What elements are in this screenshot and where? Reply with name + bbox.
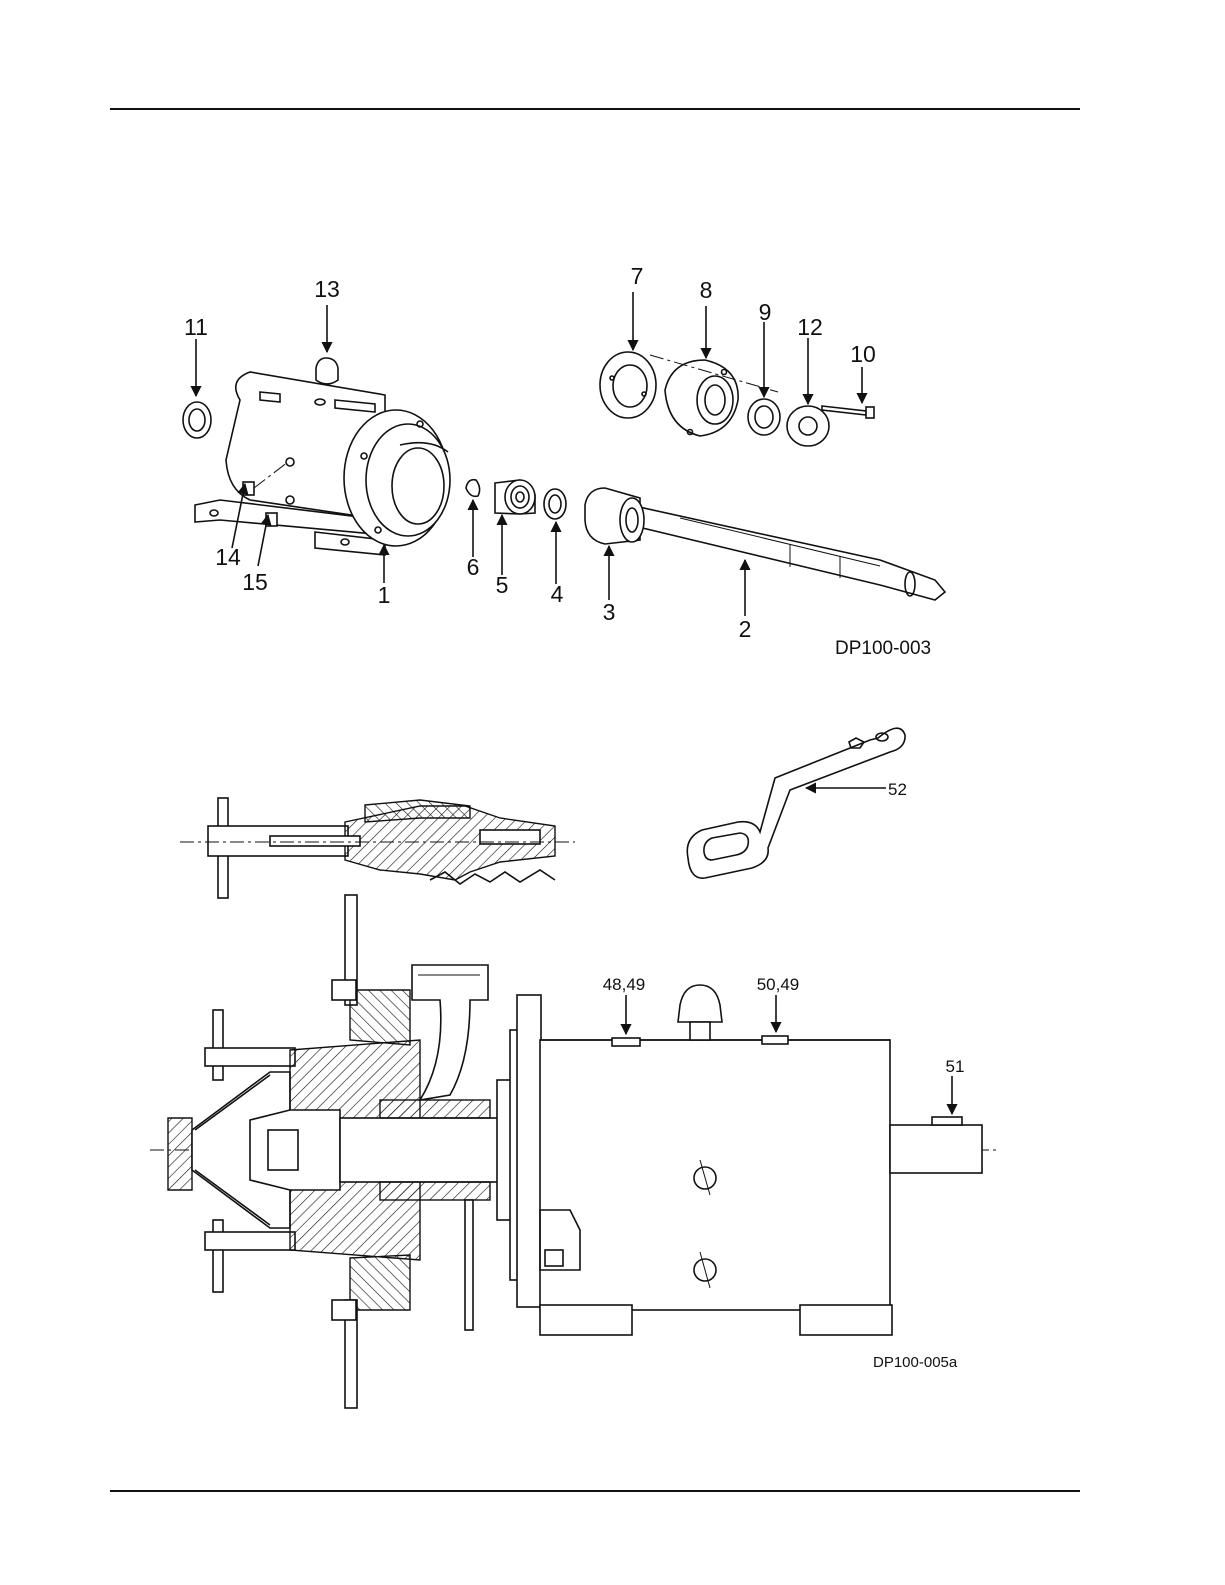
figure-code-upper: DP100-003: [835, 638, 931, 659]
callout-13: 13: [314, 276, 340, 302]
part-9-seal: [748, 399, 780, 435]
callout-8: 8: [700, 277, 713, 303]
callout-4: 4: [551, 581, 564, 607]
callout-2: 2: [739, 616, 752, 642]
pump-assembly-drawing: [150, 895, 1000, 1408]
part-6-key: [466, 480, 480, 497]
callout-12: 12: [797, 314, 823, 340]
callout-3: 3: [603, 599, 616, 625]
part-3-bearing: [585, 488, 644, 544]
part-10-bolt: [822, 406, 874, 418]
part-13-breather-cap: [316, 358, 338, 384]
callout-48-49: 48,49: [603, 975, 646, 994]
callout-10: 10: [850, 341, 876, 367]
callout-6: 6: [467, 554, 480, 580]
callout-11: 11: [184, 314, 208, 340]
callout-15: 15: [242, 569, 268, 595]
part-7-gasket: [600, 352, 656, 418]
part-52-wrench: 52: [687, 728, 907, 878]
callout-14: 14: [215, 544, 241, 570]
part-2-shaft: [630, 505, 945, 600]
figure-code-lower: DP100-005a: [873, 1354, 958, 1371]
part-1-bearing-housing: [195, 372, 450, 555]
callout-1: 1: [378, 582, 391, 608]
part-12-washer: [787, 406, 829, 446]
callout-7: 7: [631, 263, 644, 289]
callout-50-49: 50,49: [757, 975, 800, 994]
exploded-view-drawing: [183, 352, 945, 600]
part-11-seal-ring: [183, 402, 211, 438]
callout-5: 5: [496, 572, 509, 598]
callout-51: 51: [946, 1057, 965, 1076]
part-5-bearing: [495, 480, 535, 514]
callout-52: 52: [888, 780, 907, 799]
callout-9: 9: [759, 299, 772, 325]
section-detail-drawing: [180, 798, 575, 898]
part-4-ring: [544, 489, 566, 519]
